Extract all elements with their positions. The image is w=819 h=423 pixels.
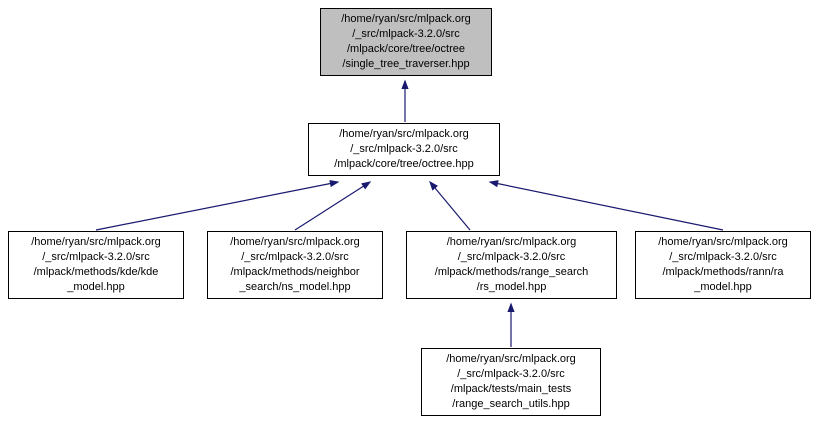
node-label-line: /home/ryan/src/mlpack.org [341, 13, 471, 25]
edge-kde-model-to-octree [95, 180, 340, 231]
node-ns-model[interactable]: /home/ryan/src/mlpack.org /_src/mlpack-3… [207, 231, 383, 299]
node-label-line: /home/ryan/src/mlpack.org [446, 236, 577, 248]
node-label-line: /_src/mlpack-3.2.0/src [457, 251, 566, 263]
node-label-line: /rs_model.hpp [476, 281, 547, 293]
node-label-line: /_src/mlpack-3.2.0/src [352, 28, 460, 40]
node-label-line: /_src/mlpack-3.2.0/src [42, 251, 150, 263]
node-single-tree-traverser: /home/ryan/src/mlpack.org /_src/mlpack-3… [320, 8, 492, 76]
node-label-line: /home/ryan/src/mlpack.org [446, 353, 576, 365]
node-label-line: /home/ryan/src/mlpack.org [230, 236, 360, 248]
node-range-search-utils[interactable]: /home/ryan/src/mlpack.org /_src/mlpack-3… [421, 348, 601, 416]
node-label-line: _search/ns_model.hpp [239, 281, 351, 293]
edge-ra-model-to-octree [488, 180, 724, 231]
node-label-line: /mlpack/core/tree/octree [347, 43, 465, 55]
node-label-line: _model.hpp [694, 281, 752, 293]
node-label-line: /mlpack/core/tree/octree.hpp [334, 158, 474, 170]
node-label-line: /home/ryan/src/mlpack.org [658, 236, 788, 248]
node-rs-model[interactable]: /home/ryan/src/mlpack.org /_src/mlpack-3… [406, 231, 617, 299]
node-label-line: /mlpack/methods/range_search [434, 266, 589, 278]
node-label-line: /mlpack/tests/main_tests [450, 383, 572, 395]
node-octree[interactable]: /home/ryan/src/mlpack.org /_src/mlpack-3… [308, 123, 500, 176]
node-label-line: /_src/mlpack-3.2.0/src [669, 251, 777, 263]
edge-ns-model-to-octree [294, 181, 372, 231]
node-label-line: /mlpack/methods/rann/ra [662, 266, 784, 278]
node-label-line: /mlpack/methods/neighbor [230, 266, 360, 278]
node-kde-model[interactable]: /home/ryan/src/mlpack.org /_src/mlpack-3… [8, 231, 184, 299]
node-label-line: /range_search_utils.hpp [452, 398, 570, 410]
edge-rs-model-to-octree [429, 180, 471, 231]
node-label-line: /_src/mlpack-3.2.0/src [241, 251, 349, 263]
node-label-line: _model.hpp [67, 281, 125, 293]
node-label-line: /home/ryan/src/mlpack.org [31, 236, 161, 248]
node-label-line: /home/ryan/src/mlpack.org [339, 128, 469, 140]
node-label-line: /_src/mlpack-3.2.0/src [457, 368, 565, 380]
node-label-line: /mlpack/methods/kde/kde [33, 266, 159, 278]
node-label-line: /single_tree_traverser.hpp [342, 58, 470, 70]
node-label-line: /_src/mlpack-3.2.0/src [350, 143, 458, 155]
node-ra-model[interactable]: /home/ryan/src/mlpack.org /_src/mlpack-3… [635, 231, 811, 299]
